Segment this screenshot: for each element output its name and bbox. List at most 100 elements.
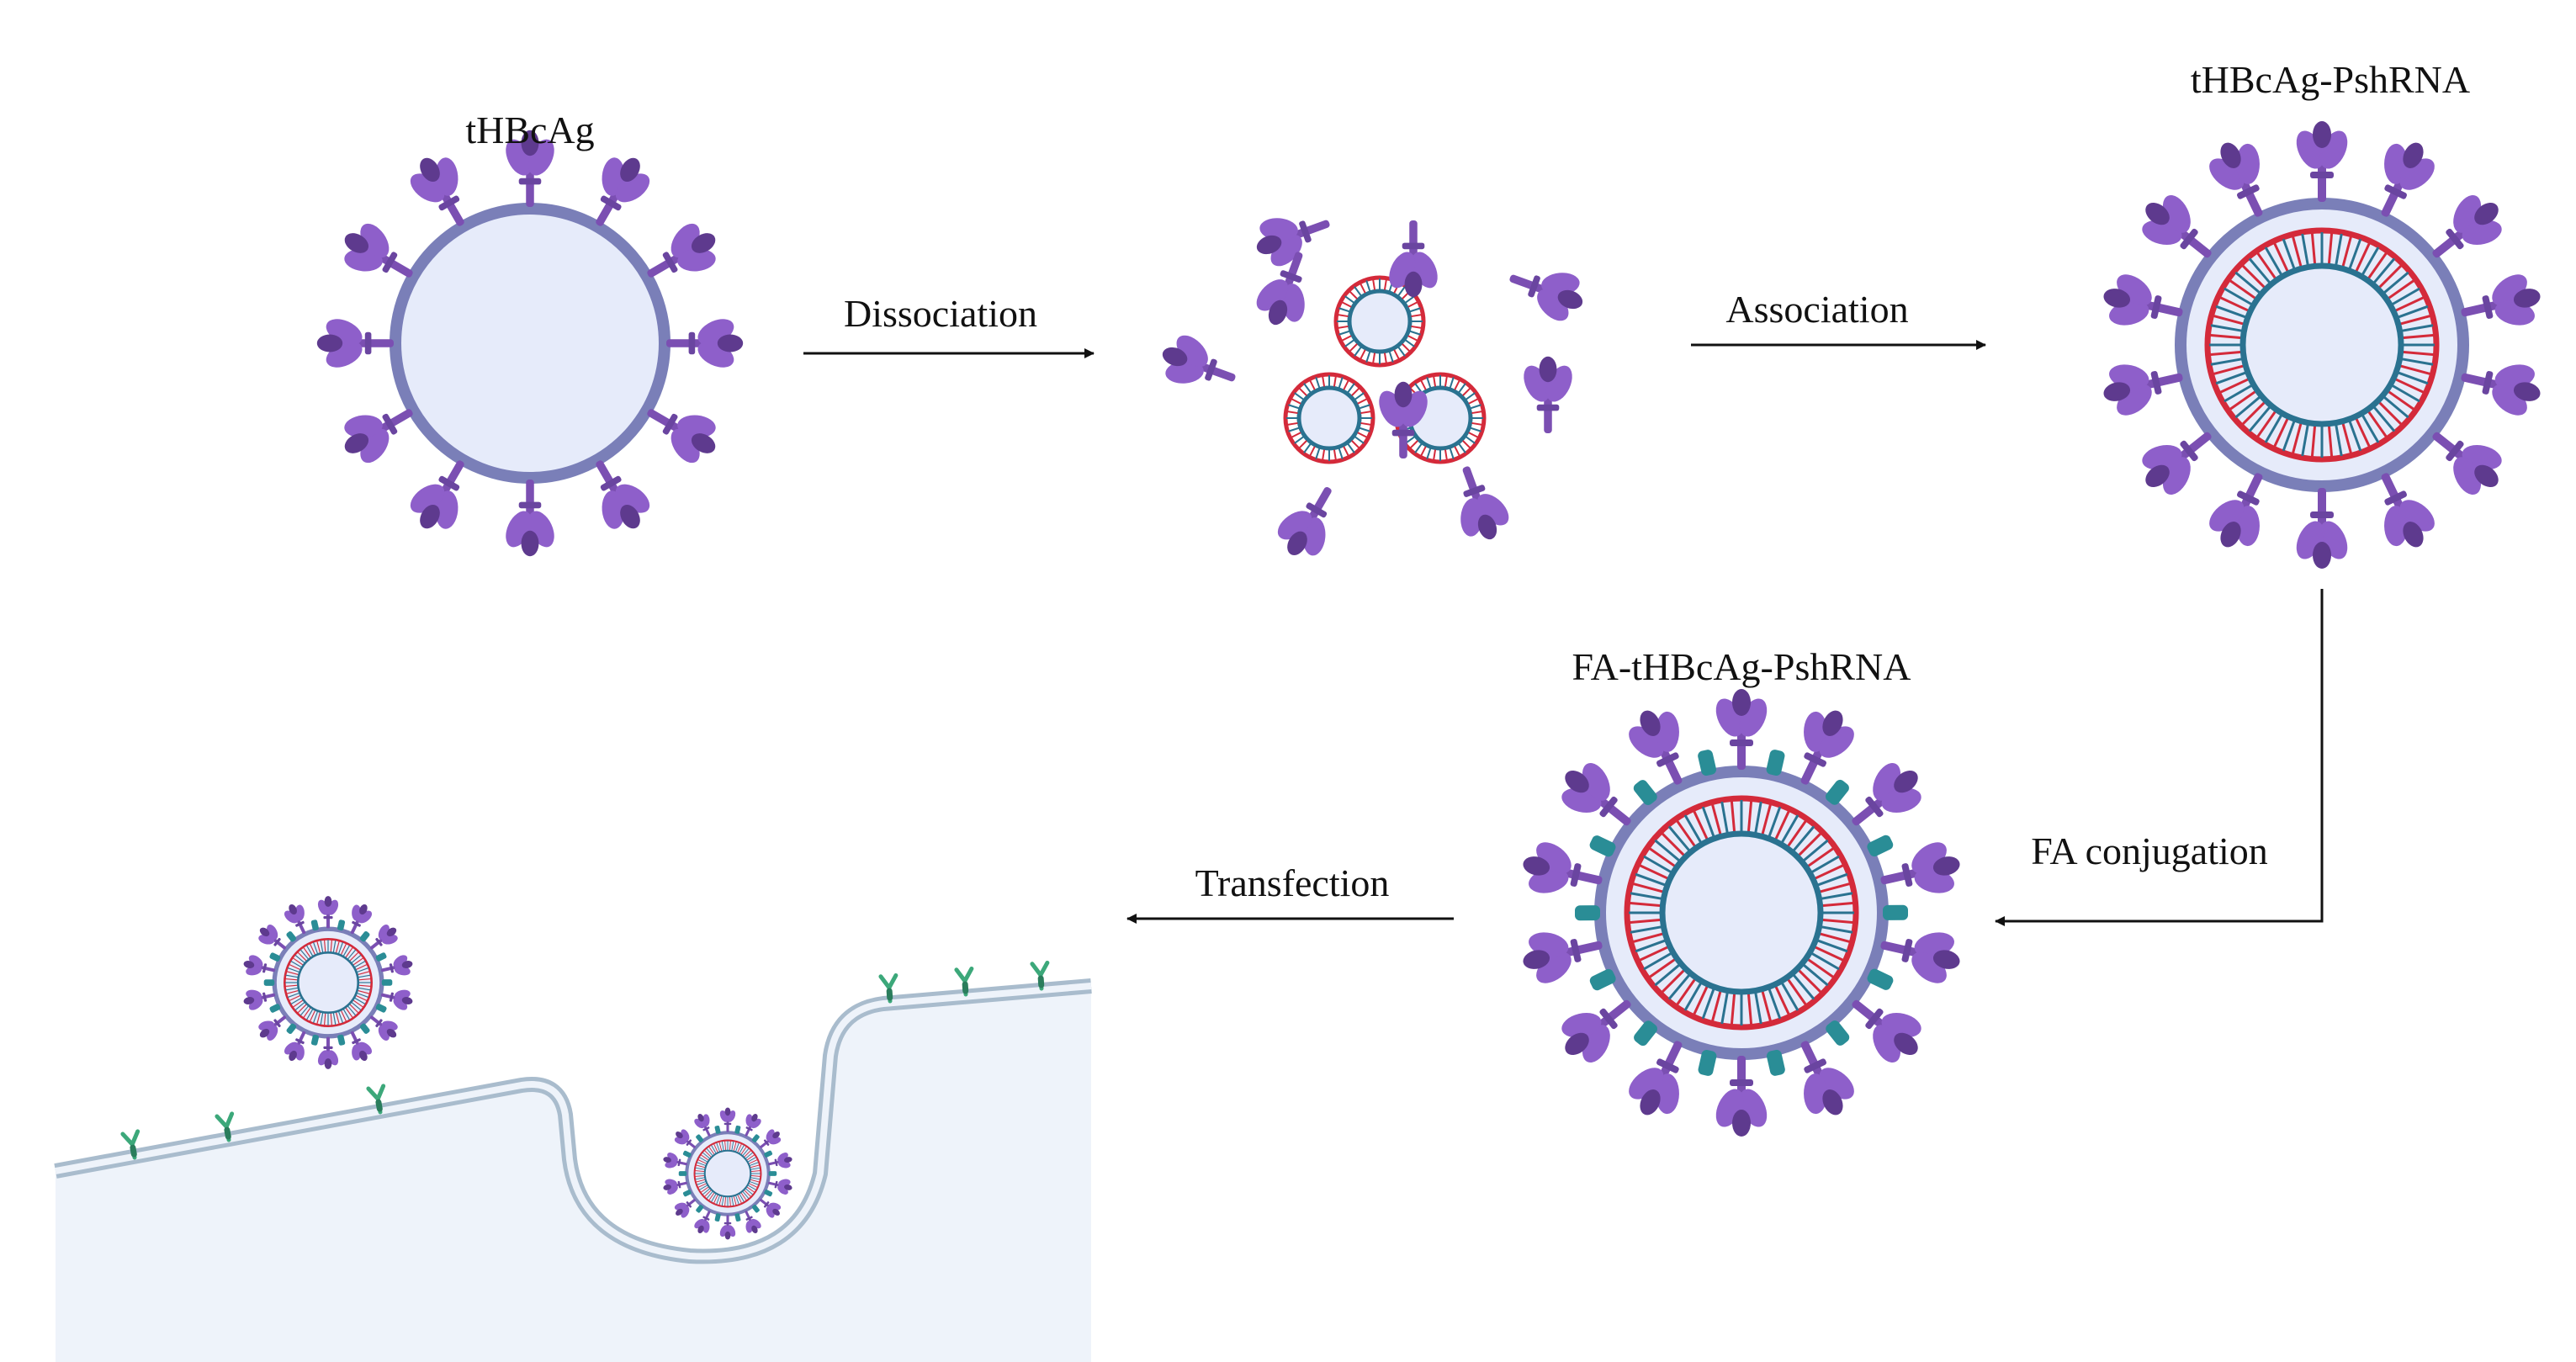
rna-strand-tick — [716, 1142, 720, 1152]
rna-strand-tick — [285, 984, 298, 988]
rna-strand-tick — [729, 1196, 731, 1206]
capsid-spike — [1710, 1056, 1773, 1137]
rna-strand-tick — [1462, 440, 1471, 449]
rna-strand-tick — [1810, 855, 1840, 874]
rna-strand-tick — [2209, 350, 2242, 357]
rna-strand-tick — [355, 994, 368, 1002]
rna-strand-tick — [297, 951, 307, 962]
rna-strand-tick — [1343, 446, 1350, 457]
rna-strand-tick — [1294, 436, 1304, 444]
rna-strand-tick — [2248, 405, 2271, 432]
rna-strand-tick — [1806, 846, 1835, 868]
rna-strand-tick — [2355, 417, 2371, 448]
rna-strand-tick — [287, 992, 299, 998]
rna-strand-tick — [1359, 404, 1370, 410]
rna-strand-tick — [744, 1150, 751, 1158]
rna-strand-tick — [1288, 404, 1300, 410]
rna-strand-tick — [2210, 358, 2243, 366]
protein-dimer — [1500, 250, 1593, 332]
rna-strand-tick — [2399, 364, 2431, 376]
rna-strand-tick — [2402, 350, 2435, 357]
rna-strand-tick — [706, 1191, 713, 1200]
rna-strand-tick — [749, 1183, 758, 1188]
rna-strand-tick — [1806, 957, 1835, 979]
rna-strand-tick — [704, 1150, 712, 1158]
rna-strand-tick — [1411, 325, 1423, 329]
rna-strand-tick — [2391, 384, 2420, 403]
thbcag-pshrna-particle — [2096, 121, 2547, 569]
rna-strand-tick — [1648, 957, 1677, 979]
rna-strand-tick — [2241, 264, 2266, 289]
rna-strand-tick — [332, 1012, 337, 1025]
rna-strand-tick — [1675, 978, 1697, 1006]
rna-strand-tick — [309, 943, 316, 956]
rna-strand-tick — [702, 1152, 710, 1159]
rna-strand-tick — [2241, 400, 2266, 426]
rna-strand-tick — [1629, 918, 1662, 925]
rna-strand-tick — [1411, 314, 1423, 318]
rna-strand-tick — [289, 963, 301, 971]
rna-strand-tick — [1388, 351, 1394, 363]
rna-strand-tick — [1409, 330, 1421, 336]
rna-strand-tick — [1444, 449, 1448, 461]
rna-strand-tick — [1754, 992, 1762, 1025]
dissociation-label: Dissociation — [844, 292, 1037, 335]
rna-strand-tick — [2215, 305, 2247, 319]
rna-strand-tick — [716, 1195, 720, 1205]
rna-strand-tick — [1444, 375, 1448, 387]
thbcag-particle — [316, 130, 744, 557]
rna-strand-tick — [708, 1146, 715, 1155]
rna-strand-tick — [745, 1188, 754, 1195]
rna-strand-tick — [2361, 246, 2380, 276]
rna-strand-tick — [352, 957, 364, 966]
rna-strand-tick — [1643, 951, 1672, 971]
fa-thbcag-pshrna-label: FA-tHBcAg-PshRNA — [1572, 645, 1911, 688]
rna-strand-tick — [1638, 864, 1669, 880]
rna-strand-tick — [742, 1147, 750, 1156]
rna-strand-tick — [733, 1195, 737, 1206]
rna-strand-tick — [1308, 379, 1316, 390]
rna-strand-tick — [1298, 387, 1307, 396]
rna-strand-tick — [335, 941, 340, 953]
rna-strand-tick — [2377, 400, 2403, 426]
rna-strand-tick — [1761, 990, 1773, 1022]
rna-strand-tick — [1468, 397, 1479, 405]
capsid-spike — [315, 1036, 341, 1069]
rna-strand-tick — [1632, 882, 1664, 893]
small-particle-internalized — [660, 1107, 795, 1240]
rna-strand-tick — [2273, 417, 2289, 448]
rna-strand-tick — [320, 1012, 324, 1025]
rna-strand-tick — [750, 1167, 761, 1170]
rna-strand-tick — [323, 1013, 326, 1025]
rna-strand-tick — [313, 1011, 319, 1024]
rna-strand-tick — [2210, 324, 2243, 332]
thbcag-pshrna-label: tHBcAg-PshRNA — [2191, 58, 2470, 101]
rna-strand-tick — [1821, 925, 1853, 934]
rna-strand-tick — [2387, 278, 2415, 300]
rna-strand-tick — [1337, 314, 1349, 318]
rna-strand-tick — [1821, 918, 1854, 925]
rna-strand-tick — [358, 974, 371, 978]
rna-strand-tick — [286, 971, 299, 976]
rna-strand-tick — [702, 1188, 710, 1195]
rna-strand-tick — [731, 1141, 734, 1151]
rna-strand-tick — [1360, 421, 1372, 426]
rna-strand-tick — [1341, 335, 1352, 342]
rna-strand-tick — [1365, 351, 1371, 363]
rna-strand-tick — [2229, 390, 2257, 411]
rna-strand-tick — [1810, 951, 1840, 971]
rna-strand-tick — [1402, 343, 1411, 352]
rna-strand-tick — [354, 997, 366, 1004]
rna-strand-tick — [1359, 427, 1370, 432]
rna-strand-tick — [700, 1154, 709, 1161]
rna-strand-tick — [1286, 421, 1298, 426]
rna-strand-tick — [718, 1142, 723, 1152]
rna-strand-tick — [1654, 963, 1681, 987]
rna-strand-tick — [2213, 364, 2245, 376]
rna-strand-tick — [292, 957, 304, 966]
rna-strand-tick — [1683, 814, 1703, 844]
rna-strand-tick — [750, 1170, 761, 1173]
rna-strand-tick — [1802, 963, 1829, 987]
rna-strand-tick — [1701, 988, 1715, 1020]
rna-strand-tick — [713, 1195, 718, 1204]
